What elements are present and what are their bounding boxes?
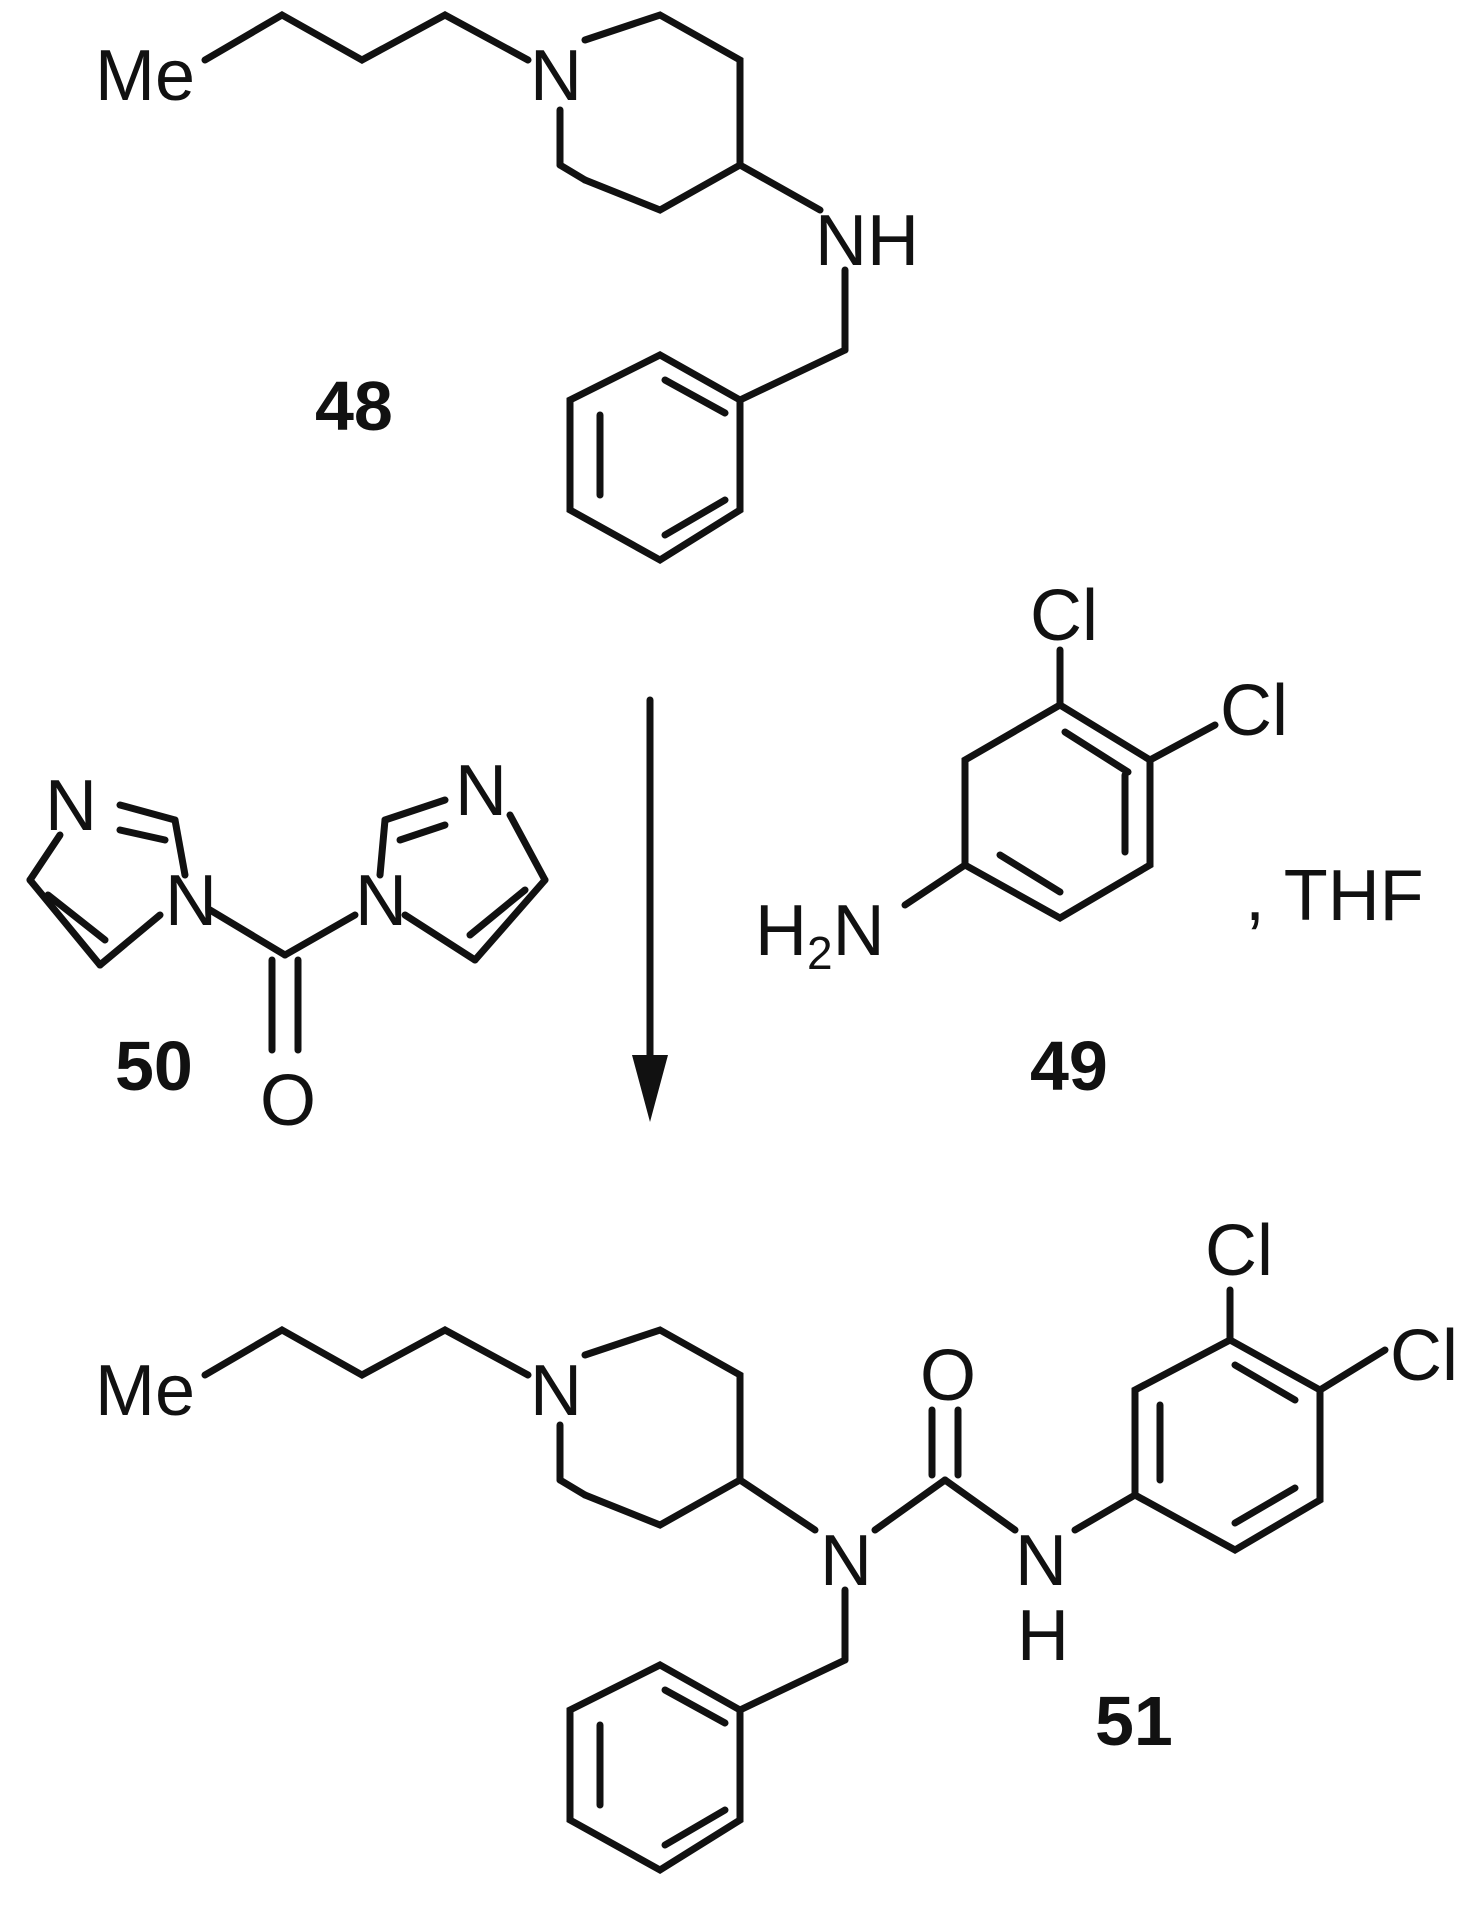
compound-48-bonds [201,10,849,565]
compound-49-amino-group: H2N [755,891,885,979]
compound-51-amide-hydrogen: H [1017,1596,1069,1676]
compound-51-carbonyl-oxygen: O [920,1336,976,1416]
compound-49-amino-n: N [833,891,885,971]
compound-49-amino-h: H [755,891,807,971]
compound-50-left-ring-nitrogen: N [45,766,97,846]
compound-48-methyl-label: Me [95,36,195,116]
compound-51-ring-nitrogen: N [530,1351,582,1431]
compound-51-methyl-label: Me [95,1351,195,1431]
compound-49-chloro-4: Cl [1220,671,1288,751]
compound-50-right-link-nitrogen: N [355,861,407,941]
compound-50: N N N N O 50 [26,751,549,1141]
compound-51-amide-nitrogen: N [1015,1521,1067,1601]
compound-51-urea-nitrogen: N [820,1521,872,1601]
compound-50-left-link-nitrogen: N [165,861,217,941]
compound-51-chloro-3: Cl [1205,1211,1273,1291]
compound-51-bonds [201,1286,1389,1875]
compound-50-bonds [26,796,549,1054]
compound-49-label: 49 [1030,1027,1108,1105]
reaction-arrow [632,696,668,1122]
compound-49-amino-subscript: 2 [807,927,833,979]
compound-48-ring-nitrogen: N [530,36,582,116]
compound-50-carbonyl-oxygen: O [260,1061,316,1141]
compound-51-chloro-4: Cl [1390,1316,1458,1396]
compound-48-amine-nh: NH [815,201,919,281]
compound-49-bonds [901,646,1219,923]
reaction-conditions: , THF [1245,856,1424,936]
compound-50-right-ring-nitrogen: N [455,751,507,831]
compound-48: Me N NH 48 [95,10,919,565]
compound-50-label: 50 [115,1027,193,1105]
compound-49: Cl Cl H2N 49 [755,576,1288,1105]
compound-51-label: 51 [1095,1682,1173,1760]
compound-48-label: 48 [315,367,393,445]
arrow-head [632,1055,668,1122]
compound-51: Me N N O N H Cl Cl 51 [95,1211,1458,1875]
compound-49-chloro-3: Cl [1030,576,1098,656]
